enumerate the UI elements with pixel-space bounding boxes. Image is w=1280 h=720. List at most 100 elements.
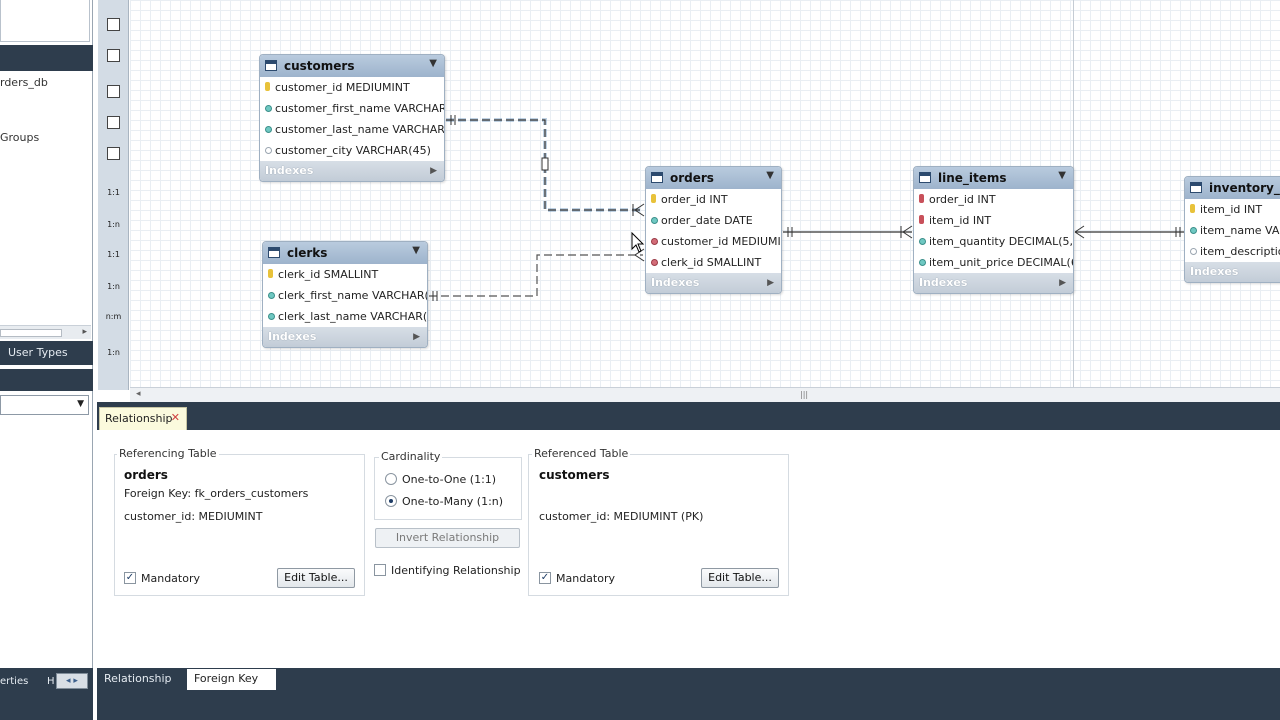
rel-crowfoot [1074, 225, 1085, 233]
entity-customers[interactable]: customers ▼ customer_id MEDIUMINT custom… [259, 54, 445, 182]
identifying-label: Identifying Relationship [391, 564, 521, 577]
tree-item-groups[interactable]: Groups [0, 131, 40, 144]
expand-arrow-icon[interactable]: ▶ [1059, 278, 1066, 288]
indexes-section[interactable]: Indexes ▶ [914, 273, 1073, 293]
sidebar-section-band [0, 369, 93, 391]
entity-orders[interactable]: orders ▼ order_id INT order_date DATE cu… [645, 166, 782, 294]
scroll-thumb[interactable] [0, 329, 62, 337]
sidebar-horizontal-scrollbar[interactable]: ▸ [0, 325, 91, 339]
text-tool-icon[interactable] [103, 14, 124, 34]
canvas-horizontal-scrollbar[interactable]: ◂ ||| [130, 387, 1280, 402]
diagram-canvas[interactable]: customers ▼ customer_id MEDIUMINT custom… [130, 0, 1280, 387]
relationship-n-m-tool[interactable]: n:m [103, 304, 124, 324]
close-icon[interactable]: ✕ [170, 411, 180, 424]
column-row[interactable]: customer_last_name VARCHAR(45) [260, 119, 444, 140]
relationship-1-n-identifying-tool[interactable]: 1:n [103, 274, 124, 294]
mandatory-label: Mandatory [141, 572, 201, 585]
rel-crowfoot [634, 209, 645, 217]
column-row[interactable]: item_id INT [914, 210, 1073, 231]
column-row[interactable]: order_date DATE [646, 210, 781, 231]
entity-header[interactable]: line_items ▼ [914, 167, 1073, 189]
edit-table-button[interactable]: Edit Table... [701, 568, 779, 588]
sidebar-bottom-bar: erties H ◂ ▸ [0, 668, 93, 720]
column-row[interactable]: clerk_last_name VARCHAR(45) [263, 306, 427, 327]
tab-user-types[interactable]: User Types [0, 341, 93, 365]
table-tool-icon[interactable] [103, 81, 124, 101]
column-label: customer_last_name VARCHAR(45) [275, 123, 445, 136]
column-row[interactable]: item_quantity DECIMAL(5,2) [914, 231, 1073, 252]
column-row[interactable]: customer_id MEDIUMINT [260, 77, 444, 98]
rel-handle[interactable] [541, 157, 549, 171]
rel-1-n-c-label: 1:n [107, 348, 120, 357]
scroll-right-arrow-icon[interactable]: ▸ [82, 327, 87, 337]
entity-inventory[interactable]: inventory_it item_id INT item_name VARC … [1184, 176, 1280, 283]
tree-item-schema[interactable]: rders_db [0, 76, 48, 89]
column-row[interactable]: customer_first_name VARCHAR(25) [260, 98, 444, 119]
editor-bottom-bar [97, 668, 1280, 720]
sidebar-dropdown[interactable]: ▼ [0, 395, 89, 415]
mandatory-checkbox[interactable]: ✓ [124, 572, 136, 584]
expand-arrow-icon[interactable]: ▶ [413, 332, 420, 342]
column-row[interactable]: item_name VARC [1185, 220, 1280, 241]
relationship-existing-columns-tool[interactable]: 1:n [103, 340, 124, 360]
collapse-chevron-icon[interactable]: ▼ [412, 245, 420, 256]
relationship-1-n-tool[interactable]: 1:n [103, 212, 124, 232]
column-row[interactable]: clerk_id SMALLINT [263, 264, 427, 285]
column-row[interactable]: clerk_id SMALLINT [646, 252, 781, 273]
column-row[interactable]: item_unit_price DECIMAL(6,2) [914, 252, 1073, 273]
indexes-section[interactable]: Indexes ▶ [260, 161, 444, 181]
collapse-chevron-icon[interactable]: ▼ [429, 58, 437, 69]
indexes-label: Indexes [265, 164, 314, 177]
indexes-section[interactable]: Indexes▶ [646, 273, 781, 293]
tab-nav-arrows-icon[interactable]: ◂ ▸ [56, 673, 88, 689]
tab-foreign-key[interactable]: Foreign Key [187, 669, 276, 690]
column-row[interactable]: clerk_first_name VARCHAR(25) [263, 285, 427, 306]
indexes-section[interactable]: Indexes [1185, 262, 1280, 282]
entity-clerks[interactable]: clerks ▼ clerk_id SMALLINT clerk_first_n… [262, 241, 428, 348]
entity-title: customers [284, 59, 355, 73]
collapse-chevron-icon[interactable]: ▼ [766, 170, 774, 181]
entity-header[interactable]: inventory_it [1185, 177, 1280, 199]
routine-group-tool-icon[interactable] [103, 143, 124, 163]
relationship-1-1-identifying-tool[interactable]: 1:1 [103, 242, 124, 262]
radio-label: One-to-Many (1:n) [402, 495, 504, 508]
tab-properties[interactable]: erties [0, 676, 29, 687]
column-row[interactable]: customer_id MEDIUMINT [646, 231, 781, 252]
tab-relationship[interactable]: Relationship [104, 672, 172, 685]
invert-relationship-button[interactable]: Invert Relationship [375, 528, 520, 548]
indexes-label: Indexes [919, 276, 968, 289]
rel-crowfoot [902, 231, 913, 239]
radio-one-to-one[interactable] [385, 473, 397, 485]
entity-line-items[interactable]: line_items ▼ order_id INT item_id INT it… [913, 166, 1074, 294]
indexes-section[interactable]: Indexes▶ [263, 327, 427, 347]
expand-arrow-icon[interactable]: ▶ [767, 278, 774, 288]
referenced-column: customer_id: MEDIUMINT (PK) [539, 510, 704, 523]
tab-relationship-editor[interactable]: Relationship ✕ [99, 407, 187, 430]
expand-arrow-icon[interactable]: ▶ [430, 166, 437, 176]
column-row[interactable]: item_description [1185, 241, 1280, 262]
mandatory-checkbox[interactable]: ✓ [539, 572, 551, 584]
view-tool-icon[interactable] [103, 112, 124, 132]
collapse-chevron-icon[interactable]: ▼ [1058, 170, 1066, 181]
column-label: customer_id MEDIUMINT [275, 81, 410, 94]
primary-foreign-key-icon [919, 194, 924, 203]
scroll-grip-icon[interactable]: ||| [800, 390, 809, 399]
radio-one-to-many[interactable] [385, 495, 397, 507]
image-tool-icon[interactable] [103, 45, 124, 65]
entity-header[interactable]: customers ▼ [260, 55, 444, 77]
primary-foreign-key-icon [919, 215, 924, 224]
scroll-left-arrow-icon[interactable]: ◂ [136, 389, 141, 399]
column-row[interactable]: item_id INT [1185, 199, 1280, 220]
rel-clerks-orders[interactable] [429, 254, 643, 297]
column-row[interactable]: customer_city VARCHAR(45) [260, 140, 444, 161]
column-label: item_id INT [1200, 203, 1263, 216]
entity-header[interactable]: clerks ▼ [263, 242, 427, 264]
rel-1-n-b-label: 1:n [107, 282, 120, 291]
edit-table-button[interactable]: Edit Table... [277, 568, 355, 588]
identifying-relationship-checkbox[interactable] [374, 564, 386, 576]
relationship-1-1-tool[interactable]: 1:1 [103, 180, 124, 200]
column-row[interactable]: order_id INT [646, 189, 781, 210]
column-row[interactable]: order_id INT [914, 189, 1073, 210]
entity-header[interactable]: orders ▼ [646, 167, 781, 189]
tab-history[interactable]: H [47, 676, 55, 687]
